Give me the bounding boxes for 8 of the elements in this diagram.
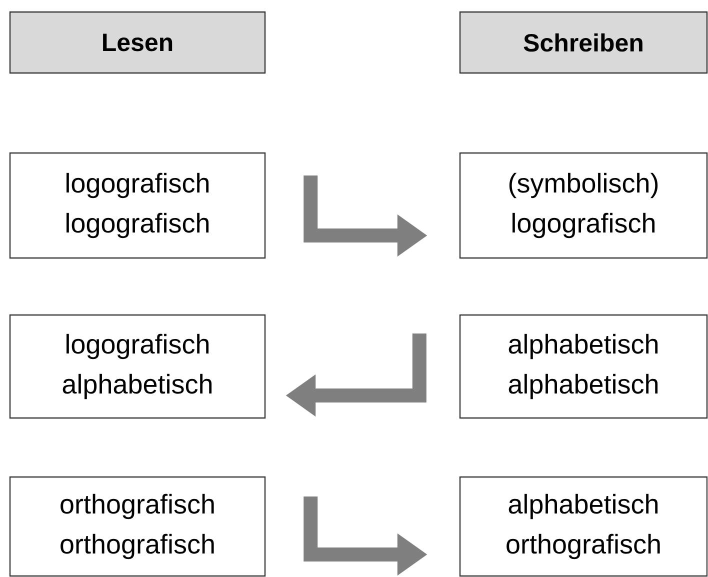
header-box: Schreiben	[459, 11, 708, 74]
stage-box: orthografisch orthografisch	[9, 476, 266, 577]
stage-box: (symbolisch) logografisch	[459, 152, 708, 259]
stage-box: logografisch alphabetisch	[9, 314, 266, 419]
stage-box: alphabetisch orthografisch	[459, 476, 708, 577]
header-box: Lesen	[9, 11, 266, 74]
stage-box: alphabetisch alphabetisch	[459, 314, 708, 419]
stage-box: logografisch logografisch	[9, 152, 266, 259]
